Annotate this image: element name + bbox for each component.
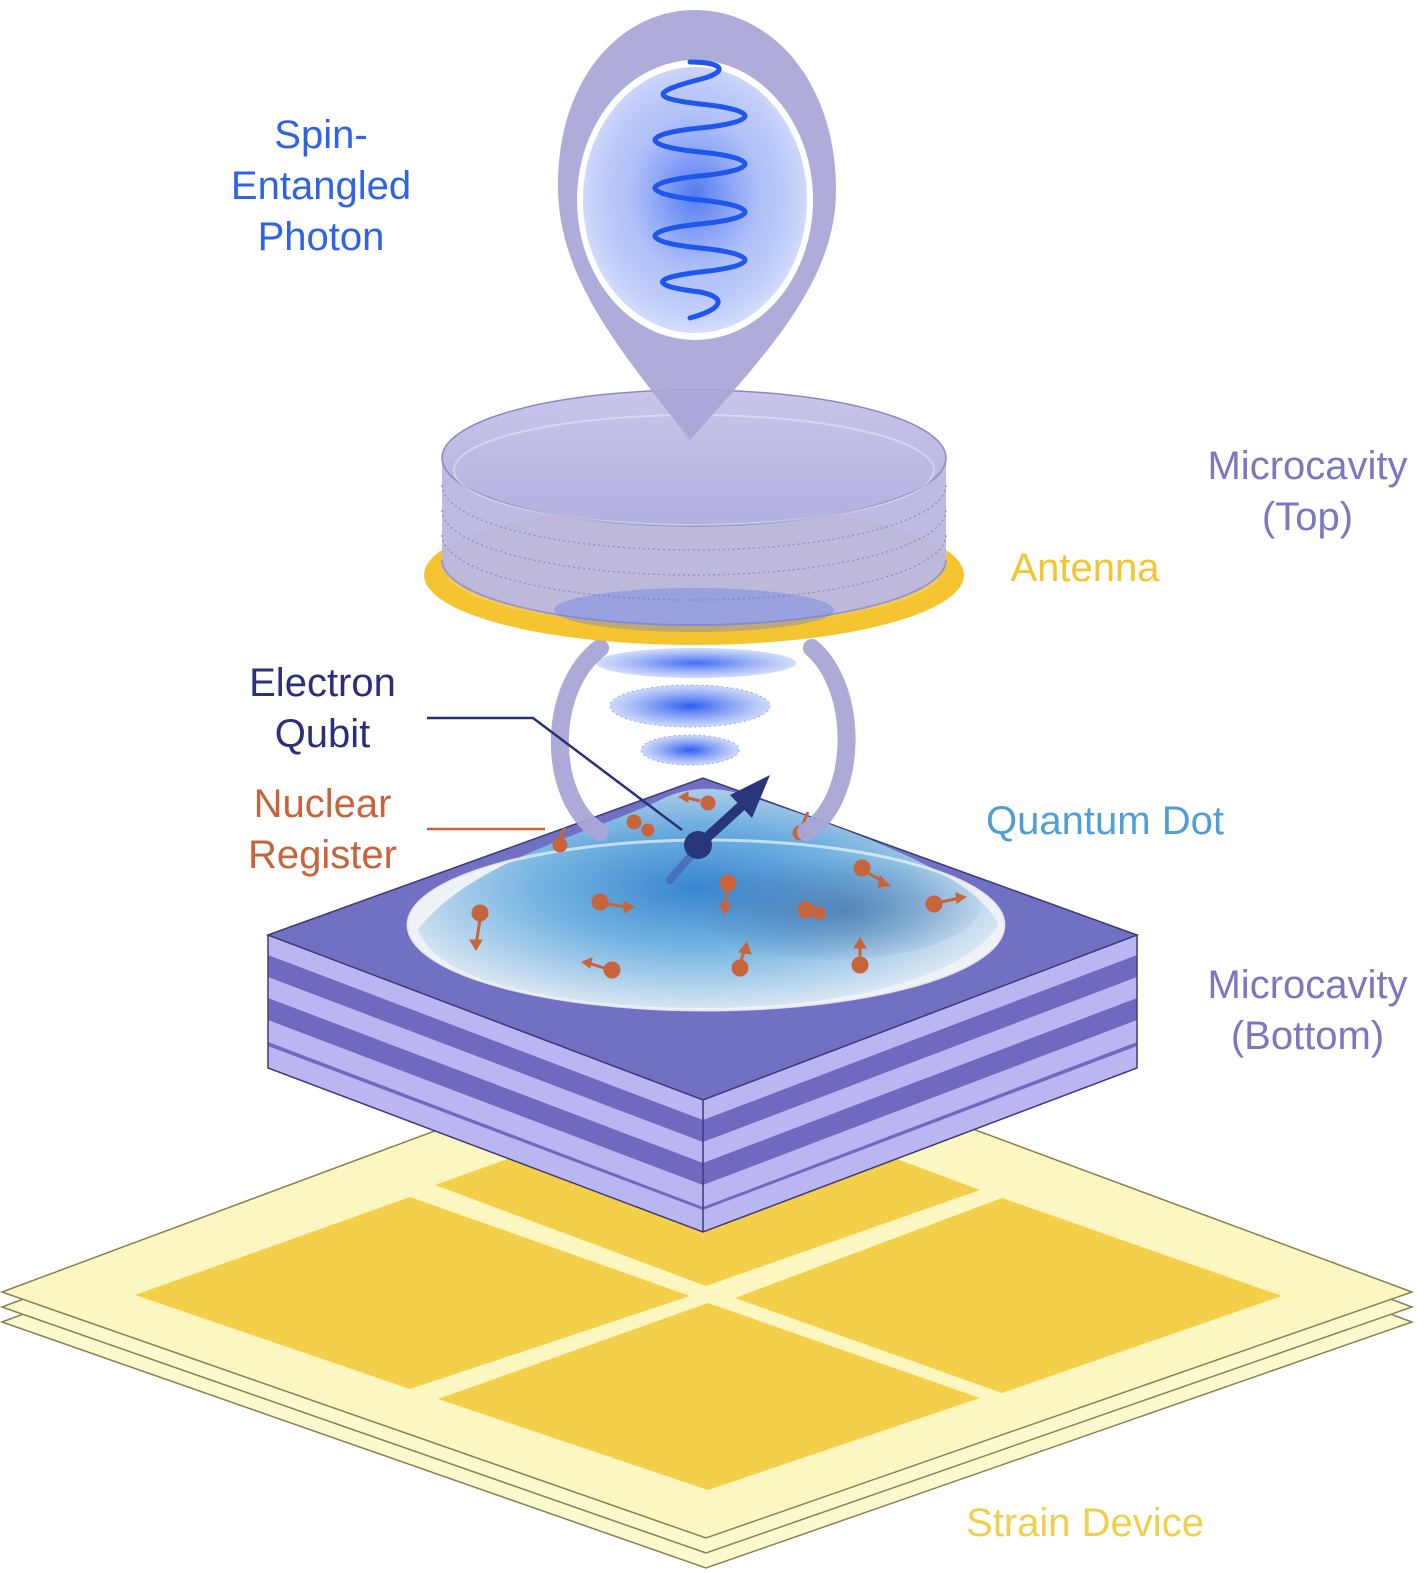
- microcavity-top: [441, 389, 947, 632]
- strain-device: [0, 1029, 1415, 1569]
- label-strain-device: Strain Device: [950, 1498, 1220, 1549]
- label-line: Electron: [249, 661, 396, 705]
- label-line: Qubit: [274, 712, 371, 756]
- light-pulse-2: [609, 684, 771, 728]
- photon-bubble: [557, 10, 836, 440]
- label-quantum-dot: Quantum Dot: [970, 796, 1240, 847]
- label-line: Strain Device: [966, 1501, 1204, 1545]
- label-line: (Top): [1261, 495, 1354, 539]
- label-antenna: Antenna: [1000, 543, 1170, 594]
- label-line: Register: [248, 833, 397, 877]
- nuclear-spin: [797, 901, 826, 920]
- light-pulse-3: [640, 734, 740, 766]
- label-electron-qubit: Electron Qubit: [225, 658, 420, 760]
- label-line: Microcavity: [1207, 963, 1408, 1007]
- lower-photon-loop: [550, 639, 856, 841]
- electron-spin-arrow: [666, 775, 770, 884]
- label-line: Entangled: [230, 164, 412, 208]
- quantum-dot: [406, 788, 1006, 1012]
- nuclear-spin: [591, 893, 635, 914]
- strain-pad-bottom: [438, 1303, 980, 1490]
- nuclear-spin: [677, 791, 716, 811]
- label-line: Antenna: [1010, 546, 1160, 590]
- label-microcavity-top: Microcavity (Top): [1195, 441, 1420, 543]
- label-line: Photon: [257, 215, 385, 259]
- label-line: Spin-: [274, 113, 368, 157]
- nuclear-spin: [851, 937, 869, 974]
- nuclear-spin: [853, 859, 892, 888]
- nuclear-spin: [580, 957, 621, 979]
- microcavity-bottom: [265, 777, 1140, 1233]
- label-line: Nuclear: [253, 782, 392, 826]
- nuclear-spin: [925, 892, 968, 913]
- nuclear-spin: [718, 874, 737, 915]
- nuclear-spin: [552, 827, 568, 853]
- label-line: (Bottom): [1230, 1014, 1385, 1058]
- nuclear-spin: [469, 904, 489, 951]
- label-microcavity-bottom: Microcavity (Bottom): [1195, 960, 1420, 1062]
- label-line: Quantum Dot: [986, 799, 1224, 843]
- label-line: Microcavity: [1207, 444, 1408, 488]
- label-nuclear-register: Nuclear Register: [225, 779, 420, 881]
- nuclear-spin: [731, 940, 752, 977]
- nuclear-spin: [626, 814, 655, 837]
- strain-pad-left: [135, 1197, 690, 1389]
- photon-wave: [652, 59, 748, 321]
- electron-qubit-leader: [427, 716, 683, 831]
- strain-pad-right: [735, 1198, 1282, 1393]
- label-spin-entangled-photon: Spin- Entangled Photon: [206, 110, 436, 263]
- nuclear-spins: [469, 791, 968, 979]
- light-pulse-1: [596, 648, 796, 678]
